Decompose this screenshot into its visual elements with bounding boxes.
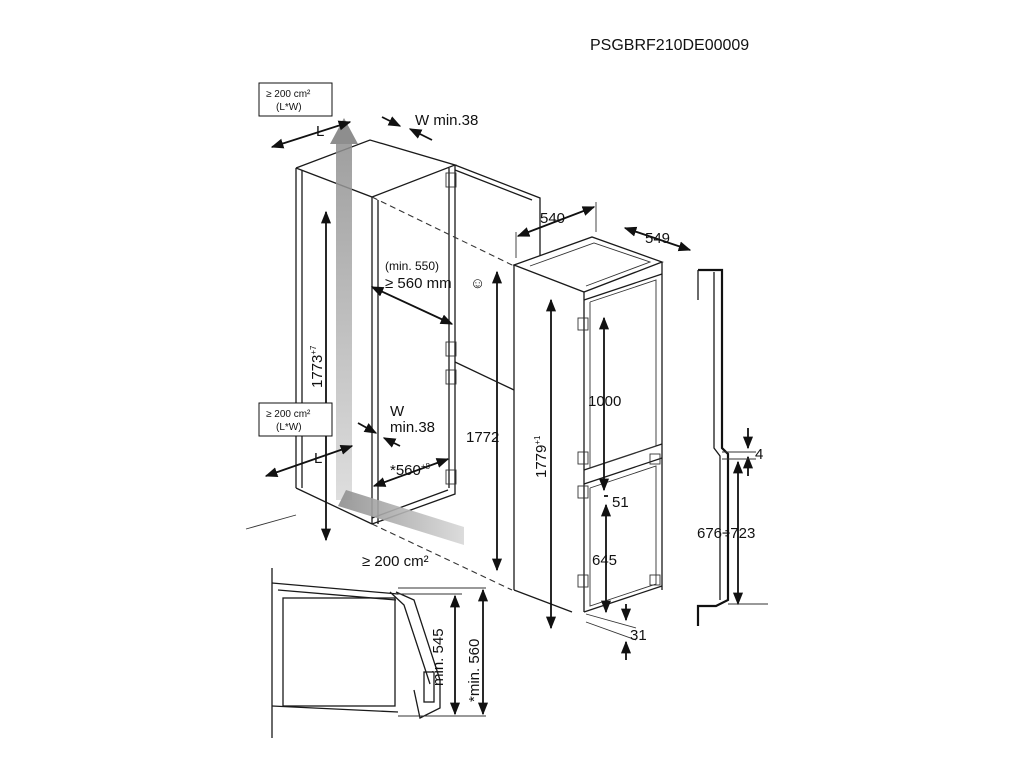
document-code: PSGBRF210DE00009 [590, 37, 749, 54]
vent-bottom-area: ≥ 200 cm² [362, 553, 429, 570]
dim-W-mid: W [390, 403, 405, 420]
dim-depth-560: ≥ 560 mm [385, 275, 452, 292]
dim-depth-min550: (min. 550) [385, 259, 439, 273]
side-section-view [271, 568, 486, 738]
dim-width-540: 540 [540, 210, 565, 227]
appliance-fridge [512, 236, 664, 613]
dim-W-mid-value: min.38 [390, 419, 435, 436]
vent-top-lw: (L*W) [276, 102, 302, 113]
vent-spec-top: ≥ 200 cm² (L*W) [258, 82, 333, 117]
vent-mid-lw: (L*W) [276, 422, 302, 433]
dim-51: 51 [612, 494, 629, 511]
dim-4: 4 [755, 446, 763, 463]
vent-mid-area: ≥ 200 cm² [266, 409, 311, 420]
dim-W-top: W min.38 [415, 112, 478, 129]
dim-676-723: 676÷723 [697, 525, 755, 542]
dim-height-1772: 1772 [466, 429, 499, 446]
dim-side-545: min. 545 [430, 628, 447, 686]
vent-top-area: ≥ 200 cm² [266, 89, 311, 100]
dim-depth-549: 549 [645, 230, 670, 247]
dim-niche-height: 1773+7 [309, 345, 326, 388]
dim-appliance-height: 1779+1 [533, 435, 550, 478]
dim-31: 31 [630, 627, 647, 644]
smile-icon: ☺ [470, 275, 485, 292]
air-flow-arrow-up [330, 118, 358, 500]
vent-spec-mid: ≥ 200 cm² (L*W) [258, 402, 333, 437]
dim-645: 645 [592, 552, 617, 569]
door-profile [696, 268, 730, 626]
dim-L-top: L [316, 123, 324, 140]
dim-side-560: *min. 560 [466, 639, 483, 702]
dim-L-bottom: L [314, 450, 322, 467]
dim-niche-width: *560+8 [390, 462, 431, 479]
hinge-icon [445, 172, 457, 485]
air-flow-arrow-in [338, 490, 464, 545]
dim-door-1000: 1000 [588, 393, 621, 410]
